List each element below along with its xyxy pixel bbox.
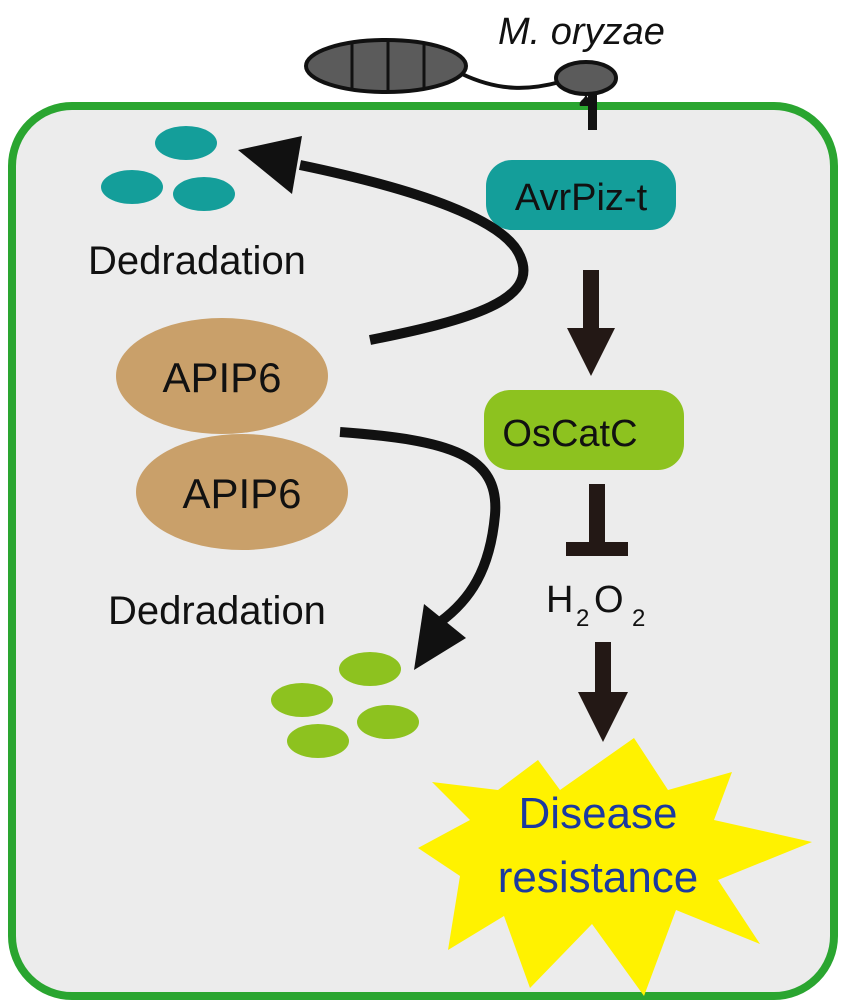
appressorium bbox=[554, 60, 618, 130]
h2o2-o: O bbox=[594, 579, 624, 621]
arrow-apip6-degrades-oscatc bbox=[339, 427, 501, 670]
h2o2-label: H 2 O 2 bbox=[546, 579, 645, 632]
germ-tube bbox=[461, 72, 561, 90]
degraded-avrpiz-fragments bbox=[101, 126, 235, 211]
avrpiz-label: AvrPiz-t bbox=[515, 177, 648, 219]
arrow-h2o2-to-resistance bbox=[578, 642, 628, 742]
inhibition-oscatc-to-h2o2 bbox=[566, 484, 628, 556]
h2o2-sub2: 2 bbox=[632, 605, 645, 632]
degradation-label-top: Dedradation bbox=[88, 239, 306, 283]
arrow-apip6-degrades-avrpiz bbox=[238, 136, 529, 345]
organism-label: M. oryzae bbox=[498, 11, 665, 53]
h2o2-sub1: 2 bbox=[576, 605, 589, 632]
apip6-label-bottom: APIP6 bbox=[182, 470, 301, 517]
apip6-node-top bbox=[116, 318, 328, 434]
degradation-label-bottom: Dedradation bbox=[108, 589, 326, 633]
arrow-avrpiz-to-oscatc bbox=[567, 270, 615, 376]
resistance-line1: Disease bbox=[519, 789, 678, 838]
oscatc-node bbox=[484, 390, 684, 470]
avrpiz-node bbox=[486, 160, 676, 230]
fungus-spore bbox=[304, 38, 468, 94]
apip6-node-bottom bbox=[136, 434, 348, 550]
resistance-starburst bbox=[418, 738, 812, 996]
degraded-oscatc-fragments bbox=[271, 652, 419, 758]
apip6-label-top: APIP6 bbox=[162, 354, 281, 401]
h2o2-h: H bbox=[546, 579, 573, 621]
oscatc-label: OsCatC bbox=[502, 413, 637, 455]
resistance-line2: resistance bbox=[498, 853, 699, 902]
